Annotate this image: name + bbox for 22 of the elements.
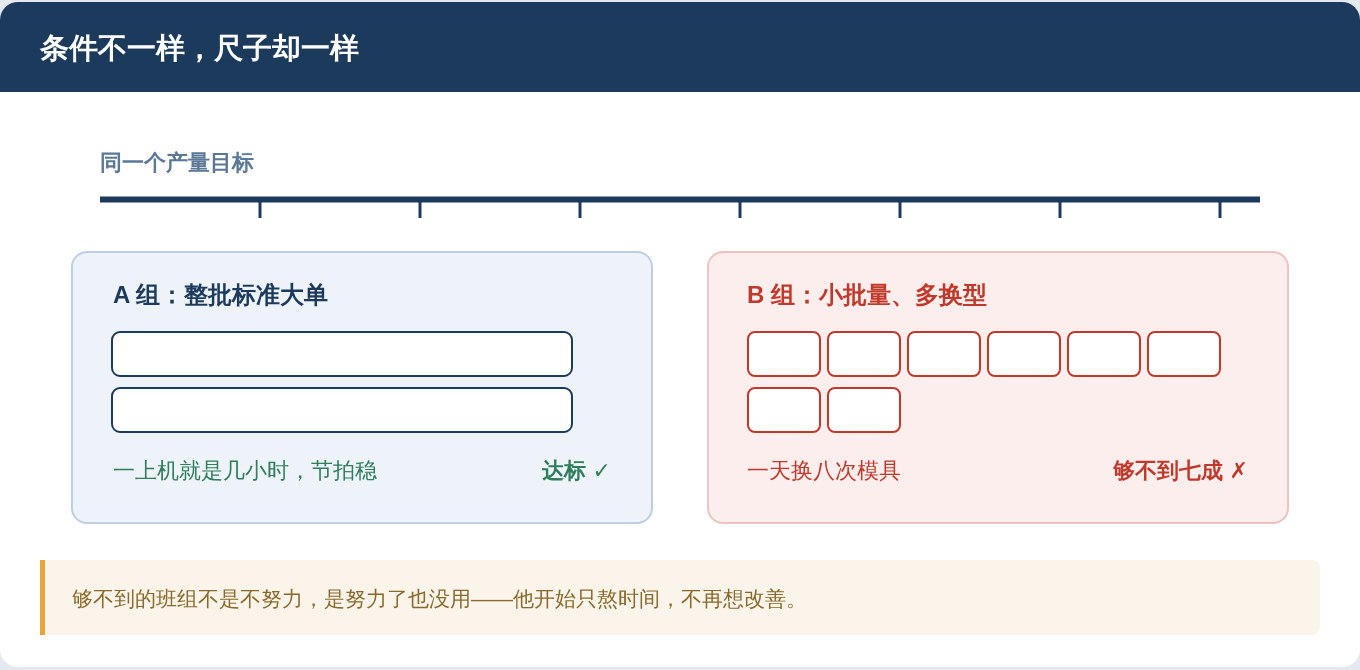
rounded-box: [747, 387, 821, 433]
rounded-box: [907, 331, 981, 377]
card-description: 一天换八次模具: [747, 457, 901, 485]
rounded-bar: [111, 331, 573, 377]
rounded-box: [827, 387, 901, 433]
note-text: 够不到的班组不是不努力，是努力了也没用——他开始只熬时间，不再想改善。: [72, 586, 807, 612]
title: 条件不一样，尺子却一样: [40, 31, 359, 66]
card-heading: A 组：整批标准大单: [113, 280, 329, 310]
rounded-box: [1147, 331, 1221, 377]
card-heading: B 组：小批量、多换型: [747, 280, 987, 310]
card-description: 一上机就是几小时，节拍稳: [113, 457, 377, 485]
group-card: [71, 251, 653, 524]
rounded-box: [1067, 331, 1141, 377]
group-card: [707, 251, 1289, 524]
note-panel: [40, 560, 1320, 635]
rounded-box: [987, 331, 1061, 377]
rounded-box: [827, 331, 901, 377]
status-text: 达标 ✓: [542, 457, 611, 485]
rounded-bar: [111, 387, 573, 433]
rounded-box: [747, 331, 821, 377]
status-text: 够不到七成 ✗: [1113, 457, 1248, 485]
ruler-label: 同一个产量目标: [100, 149, 254, 177]
